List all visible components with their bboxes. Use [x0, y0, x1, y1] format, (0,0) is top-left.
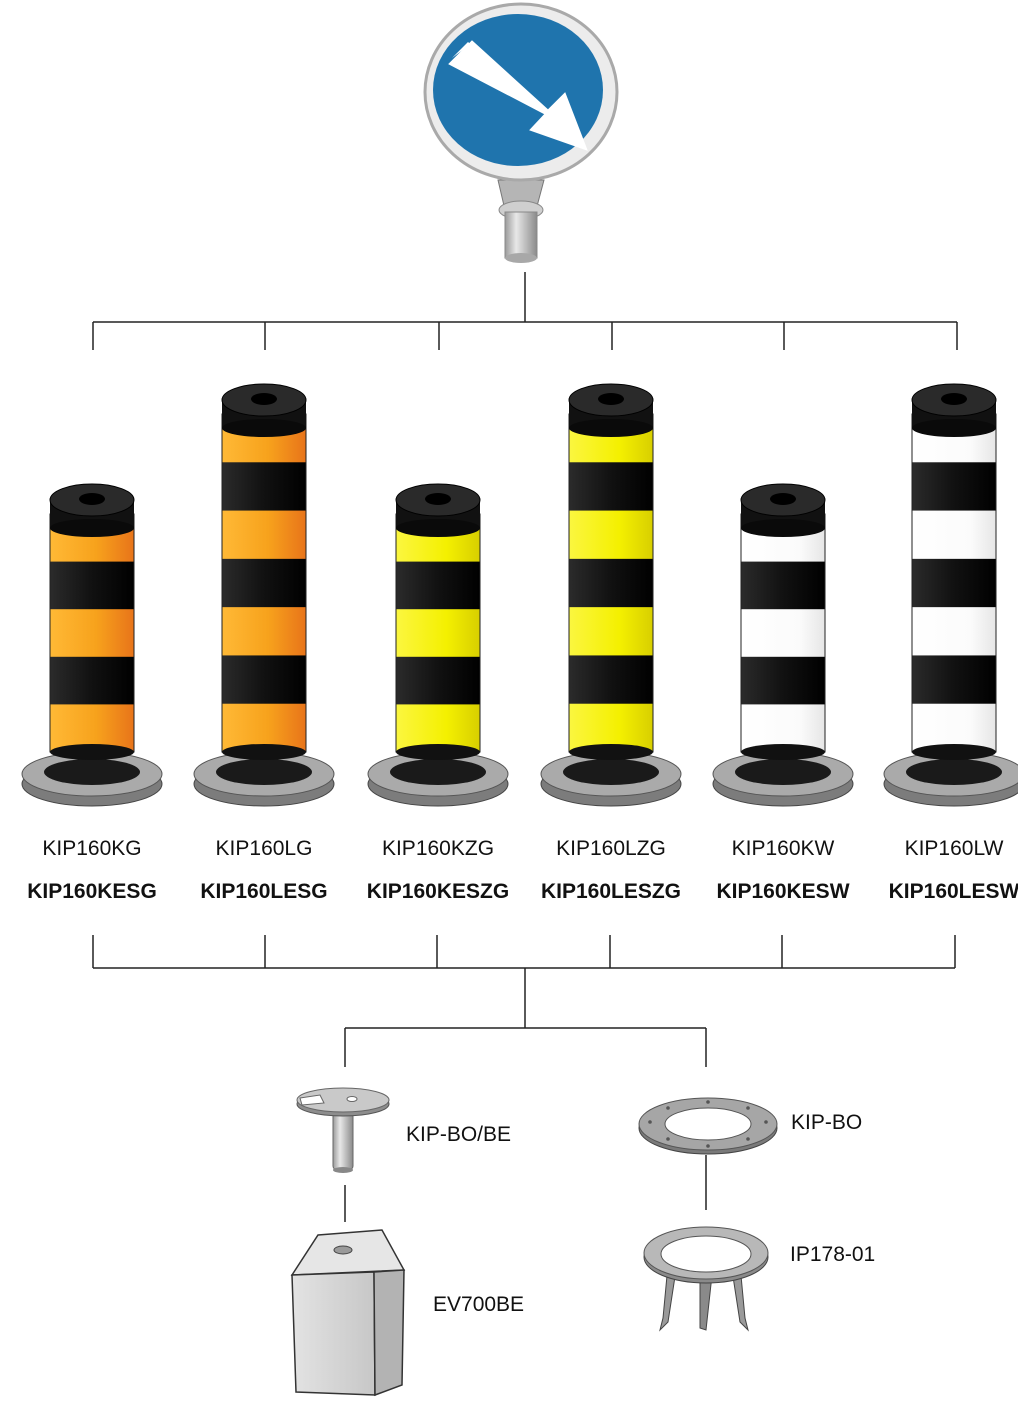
bollard-code-label: KIP160KG	[42, 837, 142, 860]
bollard-code-label: KIP160LG	[215, 837, 313, 860]
ev700be-label: EV700BE	[433, 1293, 525, 1316]
keep-right-arrow-sign-icon	[448, 40, 588, 151]
keep-right-sign	[423, 2, 619, 263]
anchor-ring-icon	[643, 1226, 769, 1332]
bollard-kip160kzg	[367, 483, 509, 807]
sign-post	[497, 179, 545, 263]
bollard-code-alt-label: KIP160KESW	[716, 880, 850, 903]
concrete-block-icon	[290, 1229, 406, 1397]
bollard-code-alt-label: KIP160LESW	[888, 880, 1018, 903]
bollard-kip160kg	[21, 483, 163, 807]
top-connector-lines	[92, 272, 958, 350]
bollard-code-label: KIP160LZG	[556, 837, 666, 860]
bollard-code-label: KIP160LW	[904, 837, 1004, 860]
bollard-kip160lzg	[540, 383, 682, 807]
bollard-row	[21, 383, 1018, 807]
anchor-bolt-icon	[296, 1087, 390, 1173]
ip178-01-label: IP178-01	[790, 1243, 876, 1266]
bottom-connector-lines	[92, 935, 956, 1222]
bollard-kip160lg	[193, 383, 335, 807]
bollard-code-alt-label: KIP160LESZG	[540, 880, 682, 903]
bollard-code-alt-label: KIP160KESZG	[366, 880, 510, 903]
bollard-code-label: KIP160KW	[731, 837, 835, 860]
base-ring-icon	[638, 1097, 778, 1155]
bollard-code-alt-label: KIP160LESG	[200, 880, 328, 903]
kip-bo-be-label: KIP-BO/BE	[406, 1123, 512, 1146]
bollard-code-alt-label: KIP160KESG	[27, 880, 157, 903]
bollard-kip160lw	[883, 383, 1018, 807]
kip-bo-label: KIP-BO	[791, 1111, 863, 1134]
bollard-code-label: KIP160KZG	[381, 837, 495, 860]
bollard-kip160kw	[712, 483, 854, 807]
